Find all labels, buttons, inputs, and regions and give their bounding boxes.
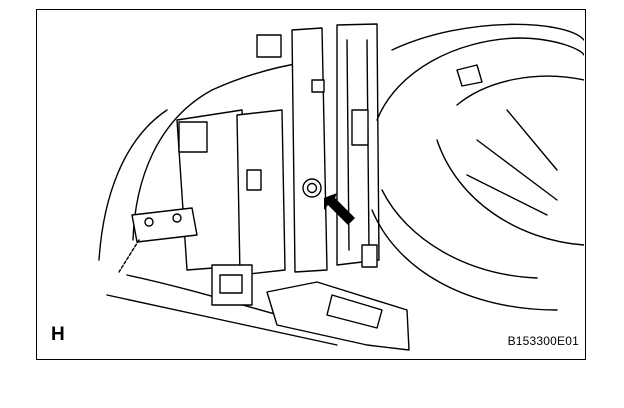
tire-lower-inner	[381, 189, 538, 279]
pointer-arrow-icon	[324, 193, 355, 225]
bracket-cutout	[326, 294, 383, 329]
bolt-head	[306, 182, 318, 194]
floor-edge	[106, 294, 338, 346]
wheel-rim	[456, 75, 584, 106]
clip-tab	[256, 34, 282, 58]
tire-clip	[361, 244, 378, 268]
trunk-diagram	[98, 23, 584, 351]
spring-cable	[118, 239, 140, 273]
bracket-bolt	[172, 213, 182, 223]
hinge-bracket	[131, 207, 198, 243]
rail-hole	[311, 79, 325, 93]
bracket-slot	[351, 109, 369, 146]
figure-frame: H B153300E01	[36, 9, 586, 360]
figure-code: B153300E01	[507, 334, 579, 348]
side-cutout	[178, 121, 208, 153]
panel-slot	[246, 169, 262, 191]
wheel-spokes	[466, 109, 558, 216]
outer-wall-curve	[98, 109, 168, 261]
wheel-rim-lower	[436, 139, 584, 246]
tire-inner	[376, 37, 584, 121]
bracket-bolt	[144, 217, 154, 227]
center-rail	[291, 27, 328, 273]
tire-lower	[371, 209, 558, 311]
rim-notch	[456, 64, 483, 87]
tire-outer	[391, 23, 584, 51]
view-label: H	[51, 324, 65, 345]
lower-panel	[236, 109, 286, 276]
lower-block-inset	[219, 274, 243, 294]
trunk-wall-curve	[132, 61, 308, 241]
